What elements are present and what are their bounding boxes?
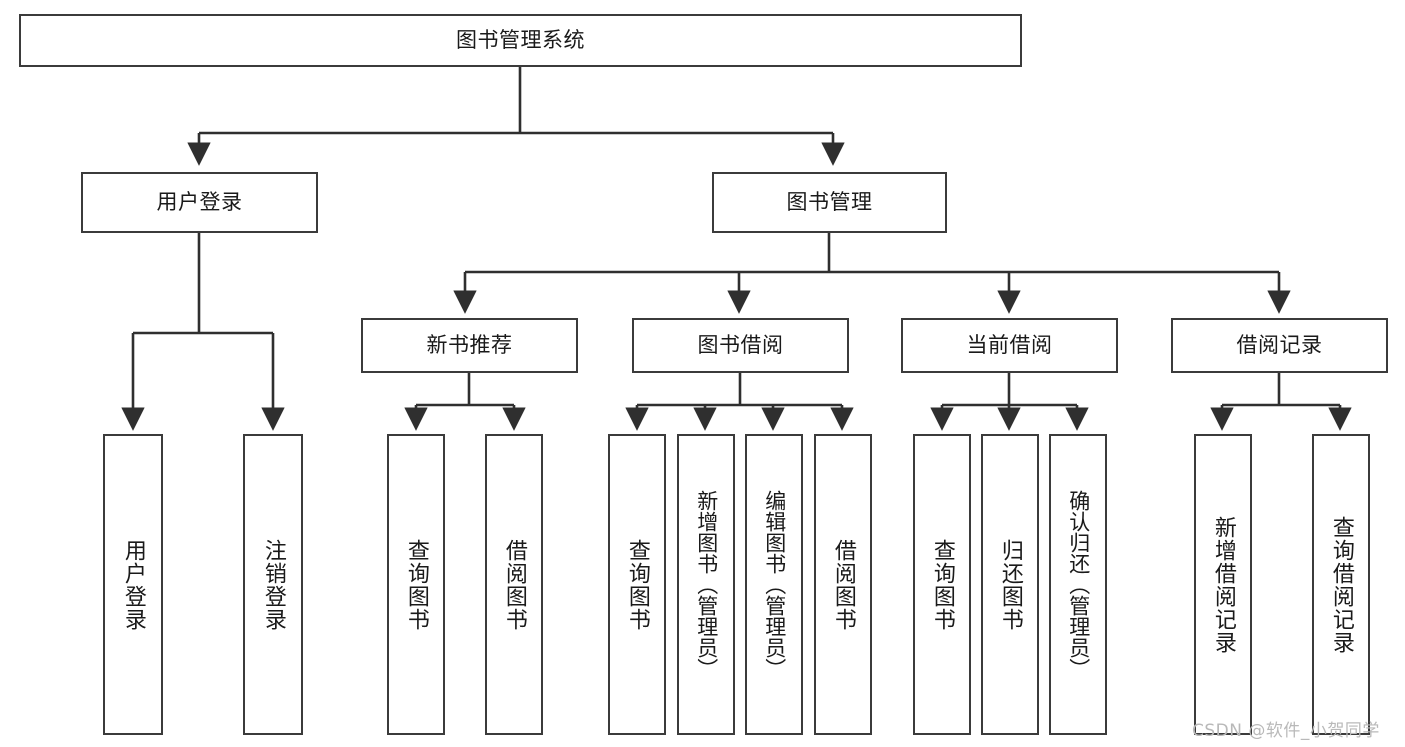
node-label: 注销登录: [260, 538, 286, 631]
node-label: 新书推荐: [426, 332, 513, 357]
node-label: 新增图书（管理员）: [694, 490, 719, 679]
node-label: 当前借阅: [966, 332, 1053, 357]
node-label: 图书借阅: [697, 332, 784, 357]
node-label: 归还图书: [997, 538, 1023, 631]
node-label: 图书管理系统: [456, 27, 585, 52]
node-current-borrow[interactable]: 当前借阅: [901, 318, 1118, 373]
node-leaf-confirm-return[interactable]: 确认归还（管理员）: [1049, 434, 1107, 735]
node-label: 查询图书: [624, 538, 650, 631]
node-leaf-query-record[interactable]: 查询借阅记录: [1312, 434, 1370, 735]
node-label: 图书管理: [786, 189, 873, 214]
node-root[interactable]: 图书管理系统: [19, 14, 1022, 67]
node-label: 查询图书: [403, 538, 429, 631]
node-leaf-borrow-book-2[interactable]: 借阅图书: [814, 434, 872, 735]
node-label: 查询借阅记录: [1328, 515, 1354, 654]
node-leaf-add-record[interactable]: 新增借阅记录: [1194, 434, 1252, 735]
node-label: 查询图书: [929, 538, 955, 631]
node-leaf-edit-book[interactable]: 编辑图书（管理员）: [745, 434, 803, 735]
node-label: 用户登录: [120, 538, 146, 631]
csdn-watermark: CSDN @软件_小贺同学: [1192, 721, 1380, 741]
node-leaf-logout[interactable]: 注销登录: [243, 434, 303, 735]
node-label: 借阅记录: [1236, 332, 1323, 357]
node-leaf-query-book-2[interactable]: 查询图书: [608, 434, 666, 735]
node-user-login[interactable]: 用户登录: [81, 172, 318, 233]
node-book-borrow[interactable]: 图书借阅: [632, 318, 849, 373]
node-label: 新增借阅记录: [1210, 515, 1236, 654]
node-borrow-record[interactable]: 借阅记录: [1171, 318, 1388, 373]
node-label: 用户登录: [156, 189, 243, 214]
node-new-book-rec[interactable]: 新书推荐: [361, 318, 578, 373]
node-label: 确认归还（管理员）: [1066, 490, 1091, 679]
node-label: 借阅图书: [830, 538, 856, 631]
node-label: 借阅图书: [501, 538, 527, 631]
node-leaf-return-book[interactable]: 归还图书: [981, 434, 1039, 735]
node-label: 编辑图书（管理员）: [762, 490, 787, 679]
node-leaf-query-book-3[interactable]: 查询图书: [913, 434, 971, 735]
node-leaf-add-book[interactable]: 新增图书（管理员）: [677, 434, 735, 735]
node-book-manage[interactable]: 图书管理: [712, 172, 947, 233]
node-leaf-user-login[interactable]: 用户登录: [103, 434, 163, 735]
node-leaf-borrow-book-1[interactable]: 借阅图书: [485, 434, 543, 735]
node-leaf-query-book-1[interactable]: 查询图书: [387, 434, 445, 735]
